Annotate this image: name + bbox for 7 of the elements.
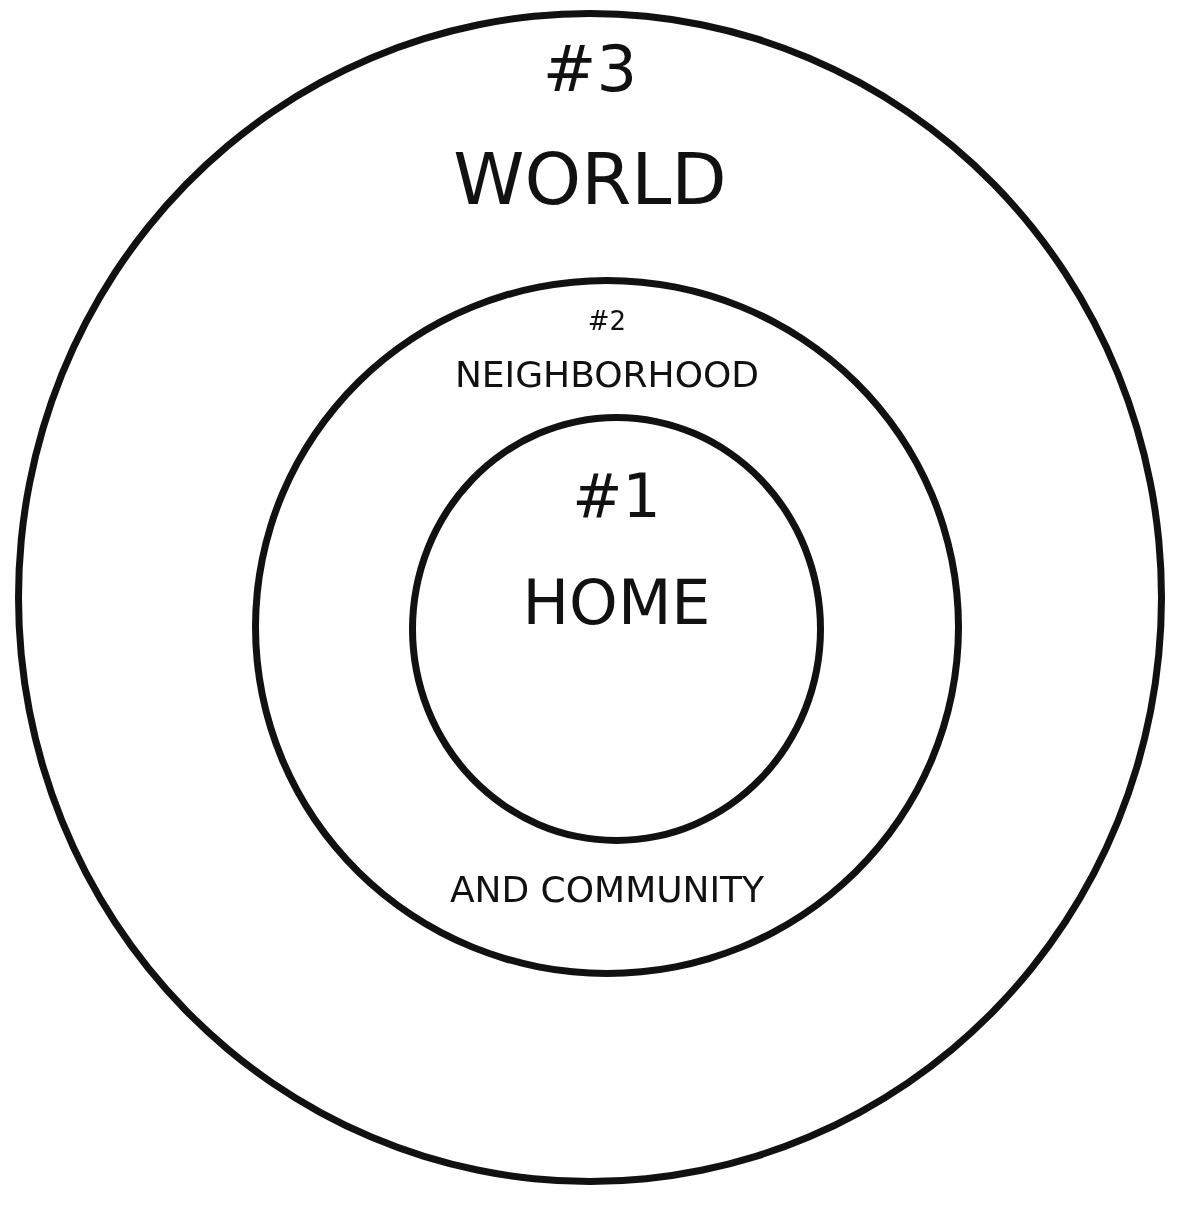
circle-label: HOME	[522, 566, 711, 639]
circle-label: WORLD	[453, 137, 727, 221]
circle-label: AND COMMUNITY	[449, 869, 765, 910]
circle-label: NEIGHBORHOOD	[454, 354, 760, 395]
number-label: #2	[587, 306, 627, 336]
number-label: #1	[572, 461, 661, 531]
number-label: #3	[542, 32, 638, 106]
